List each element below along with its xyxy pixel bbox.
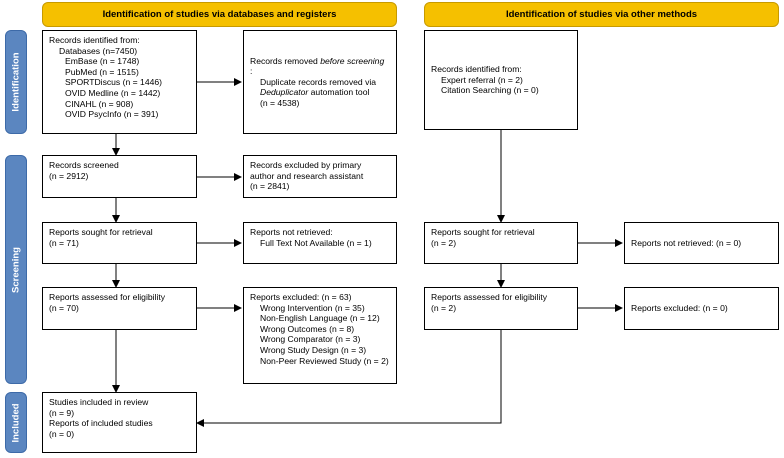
records-screened-box: Records screened (n = 2912) [42,155,197,198]
studies-included-box: Studies included in review (n = 9) Repor… [42,392,197,453]
records-removed-count: (n = 4538) [260,97,300,108]
excluded-reason: Wrong Outcomes (n = 8) [260,323,355,334]
phase-identification: Identification [5,30,27,134]
other-reports-not-retrieved-label: Reports not retrieved: (n = 0) [631,237,742,248]
source-expert-referral: Expert referral (n = 2) [441,74,523,85]
records-removed-box: Records removed before screening : Dupli… [243,30,397,134]
reports-not-retrieved-reason: Full Text Not Available (n = 1) [260,237,372,248]
other-reports-sought-label: Reports sought for retrieval [431,227,535,237]
reports-included-count: (n = 0) [49,428,75,439]
excluded-reason: Wrong Comparator (n = 3) [260,334,361,345]
reports-included-label: Reports of included studies [49,418,153,429]
source-embase: EmBase (n = 1748) [65,56,140,67]
source-sportdiscus: SPORTDiscus (n = 1446) [65,77,163,88]
records-screened-label: Records screened [49,160,119,170]
other-reports-sought-box: Reports sought for retrieval (n = 2) [424,222,578,264]
records-identified-title: Records identified from: [49,35,140,45]
reports-assessed-box: Reports assessed for eligibility (n = 70… [42,287,197,330]
reports-excluded-box: Reports excluded: (n = 63) Wrong Interve… [243,287,397,384]
excluded-reason: Non-English Language (n = 12) [260,313,380,324]
duplicates-line: Duplicate records removed via [260,76,377,87]
phase-included: Included [5,392,27,453]
reports-sought-box: Reports sought for retrieval (n = 71) [42,222,197,264]
reports-not-retrieved-box: Reports not retrieved: Full Text Not Ava… [243,222,397,264]
records-excluded-box: Records excluded by primary author and r… [243,155,397,198]
header-databases-label: Identification of studies via databases … [102,9,337,20]
phase-screening: Screening [5,155,27,384]
records-excluded-line1: Records excluded by primary [250,160,362,170]
reports-sought-label: Reports sought for retrieval [49,227,153,237]
other-reports-assessed-label: Reports assessed for eligibility [431,292,548,302]
other-reports-assessed-box: Reports assessed for eligibility (n = 2) [424,287,578,330]
reports-excluded-title: Reports excluded: (n = 63) [250,292,352,302]
header-other-label: Identification of studies via other meth… [505,9,698,20]
source-cinahl: CINAHL (n = 908) [65,98,134,109]
source-ovid-psycinfo: OVID PsycInfo (n = 391) [65,109,159,120]
other-reports-excluded-label: Reports excluded: (n = 0) [631,303,728,314]
excluded-reason: Wrong Intervention (n = 35) [260,302,365,313]
reports-sought-count: (n = 71) [49,237,79,248]
studies-included-count: (n = 9) [49,407,75,418]
other-records-identified-box: Records identified from: Expert referral… [424,30,578,130]
studies-included-label: Studies included in review [49,397,149,407]
header-databases: Identification of studies via databases … [42,2,397,27]
other-reports-sought-count: (n = 2) [431,237,457,248]
records-screened-count: (n = 2912) [49,170,89,181]
records-removed-title: Records removed before screening [250,55,385,66]
source-pubmed: PubMed (n = 1515) [65,66,139,77]
reports-not-retrieved-label: Reports not retrieved: [250,227,333,237]
reports-assessed-count: (n = 70) [49,302,79,313]
other-records-identified-title: Records identified from: [431,64,522,75]
source-citation-searching: Citation Searching (n = 0) [441,85,539,96]
records-removed-colon: : [250,66,253,77]
reports-assessed-label: Reports assessed for eligibility [49,292,166,302]
arrow-other-assessed-to-included [196,330,502,427]
header-other-methods: Identification of studies via other meth… [424,2,779,27]
databases-total: Databases (n=7450) [59,45,138,56]
excluded-reason: Wrong Study Design (n = 3) [260,344,367,355]
records-excluded-count: (n = 2841) [250,181,290,192]
records-identified-box: Records identified from: Databases (n=74… [42,30,197,134]
other-reports-assessed-count: (n = 2) [431,302,457,313]
other-reports-not-retrieved-box: Reports not retrieved: (n = 0) [624,222,779,264]
deduplicator-line: Deduplicator automation tool [260,87,370,98]
other-reports-excluded-box: Reports excluded: (n = 0) [624,287,779,330]
excluded-reason: Non-Peer Reviewed Study (n = 2) [260,355,389,366]
source-ovid-medline: OVID Medline (n = 1442) [65,87,161,98]
records-excluded-line2: author and research assistant [250,170,364,181]
